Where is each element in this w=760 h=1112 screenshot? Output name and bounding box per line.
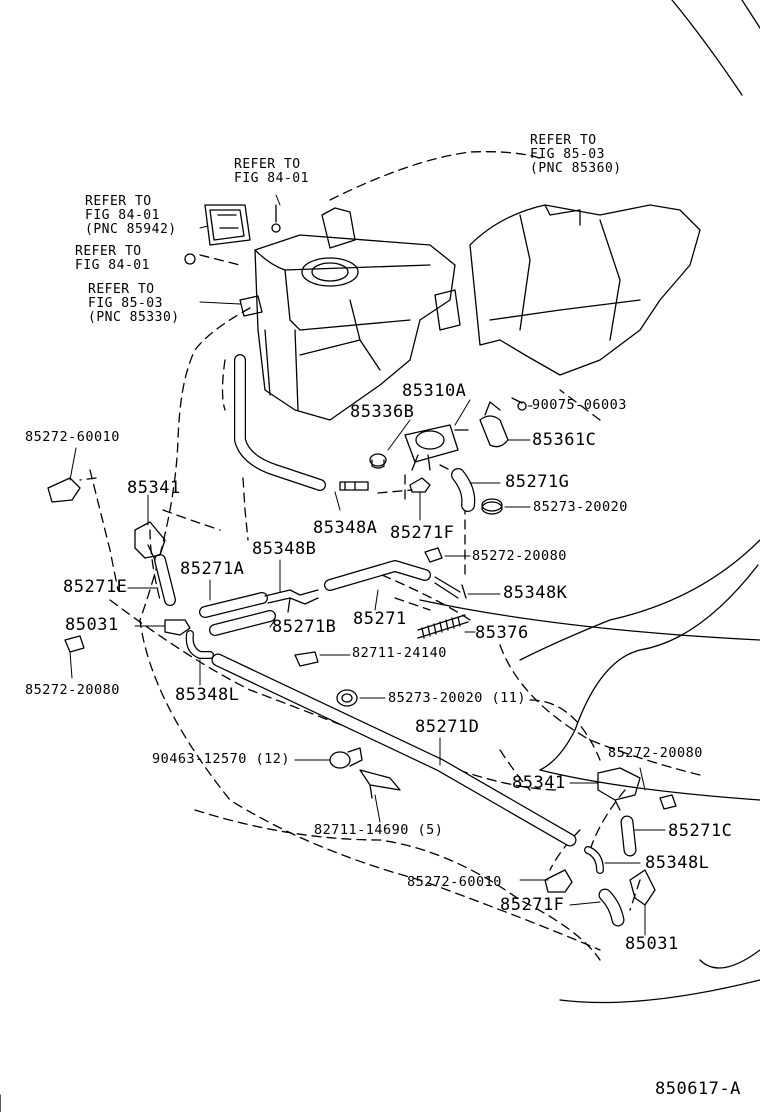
part-label-90075-06003: 90075-06003 — [532, 397, 627, 413]
part-label-85272-20080-left: 85272-20080 — [25, 682, 120, 698]
joint-85031-right — [629, 869, 656, 906]
part-label-85341-right: 85341 — [512, 773, 566, 793]
clip-85272-60010-bottom — [544, 869, 573, 893]
elbow-85271F — [409, 477, 431, 493]
hose-85271F-bottom — [598, 888, 625, 927]
part-label-85348A: 85348A — [313, 518, 378, 538]
clamp-82711-14690 — [359, 769, 401, 799]
corrugated-sleeve-85376 — [417, 614, 469, 639]
hose-85271-main — [234, 354, 326, 491]
part-label-85348B: 85348B — [252, 539, 317, 559]
part-label-85341-left: 85341 — [127, 478, 181, 498]
grommet-85273-20020-11 — [336, 689, 358, 707]
part-label-85271D: 85271D — [415, 717, 480, 737]
part-label-85271: 85271 — [353, 609, 407, 629]
clip-85272-20080-mid — [424, 547, 443, 563]
part-label-85271C: 85271C — [668, 821, 733, 841]
part-label-85272-60010-top: 85272-60010 — [25, 429, 120, 445]
connector-85348A — [339, 481, 369, 491]
nut — [184, 253, 196, 265]
connector-85348B — [264, 589, 319, 613]
grommet-85273-20020 — [481, 498, 503, 515]
part-label-85348K: 85348K — [503, 583, 568, 603]
relay-connector — [204, 204, 251, 246]
part-label-85271A: 85271A — [180, 559, 245, 579]
part-label-85348L-left: 85348L — [175, 685, 240, 705]
nozzle-85341-left — [134, 521, 166, 561]
clip-85272-20080-right — [659, 794, 677, 810]
bolt — [271, 223, 281, 233]
clip-85272-60010-top — [47, 477, 81, 503]
connector-85348K — [434, 576, 467, 599]
hose-85271E — [154, 554, 176, 606]
part-label-85271F-top: 85271F — [390, 523, 455, 543]
part-label-85336B: 85336B — [350, 402, 415, 422]
hose-85271G — [451, 468, 476, 512]
part-label-85271B: 85271B — [272, 617, 337, 637]
part-label-85031-right: 85031 — [625, 934, 679, 954]
part-label-85273-20020: 85273-20020 — [533, 499, 628, 515]
part-label-85031-left: 85031 — [65, 615, 119, 635]
part-label-85310A: 85310A — [402, 381, 467, 401]
hose-85271B — [209, 610, 276, 636]
joint-85031-left — [164, 619, 191, 636]
hose-85271-long — [324, 560, 431, 591]
part-label-85361C: 85361C — [532, 430, 597, 450]
part-label-90463-12570-12: 90463-12570 (12) — [152, 751, 291, 767]
hose-85271A — [199, 592, 268, 618]
leader-lines — [69, 194, 666, 936]
hose-85348L-left — [185, 630, 214, 659]
part-label-85271E: 85271E — [63, 577, 128, 597]
hose-85271C — [620, 815, 637, 857]
hose-85271D — [211, 653, 577, 847]
part-label-82711-14690-5: 82711-14690 (5) — [314, 822, 444, 838]
clip-85272-20080-left — [64, 635, 85, 653]
clamp-82711-24140 — [294, 651, 319, 667]
part-label-85273-20020-11: 85273-20020 (11) — [388, 690, 527, 706]
washer-pump-motor — [404, 424, 469, 471]
part-label-85348L-right: 85348L — [645, 853, 710, 873]
fender-liner — [469, 204, 701, 376]
grommet-85336B — [369, 453, 387, 469]
nozzle-85341-right — [597, 767, 641, 811]
part-label-85271F-bottom: 85271F — [500, 895, 565, 915]
part-label-82711-24140: 82711-24140 — [352, 645, 447, 661]
clamp-85361C — [479, 401, 509, 448]
part-label-85272-60010-bottom: 85272-60010 — [407, 874, 502, 890]
part-label-85271G: 85271G — [505, 472, 570, 492]
part-label-85272-20080-mid: 85272-20080 — [472, 548, 567, 564]
part-label-85376: 85376 — [475, 623, 529, 643]
diagram-id: 850617-A — [655, 1079, 741, 1099]
part-label-85272-20080-right: 85272-20080 — [608, 745, 703, 761]
clip-90463-12570 — [329, 747, 363, 769]
connector-85348L-right — [584, 846, 604, 874]
hood-dashed-lines — [79, 151, 701, 961]
washer-reservoir-tank — [239, 207, 461, 421]
